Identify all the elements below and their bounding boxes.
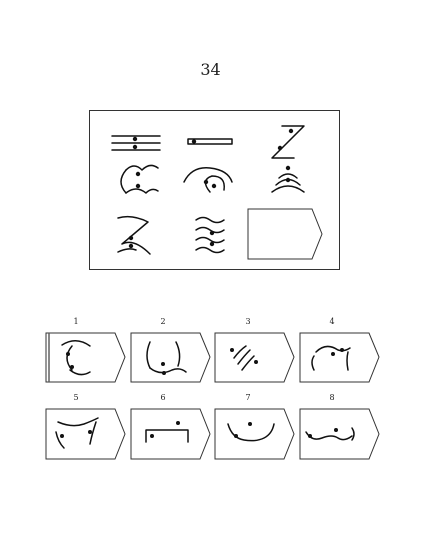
option-1[interactable] xyxy=(45,332,126,383)
matrix-cell-r2c1 xyxy=(120,164,159,194)
option-label-5: 5 xyxy=(73,393,79,402)
option-label-2: 2 xyxy=(160,317,166,326)
matrix-cell-r3c1 xyxy=(117,215,151,255)
page-number: 34 xyxy=(200,60,221,79)
puzzle-matrix xyxy=(89,110,340,270)
option-label-6: 6 xyxy=(160,393,166,402)
option-label-4: 4 xyxy=(329,317,335,326)
matrix-cell-r2c2 xyxy=(183,167,233,193)
matrix-cell-r3c2 xyxy=(195,216,225,254)
option-label-7: 7 xyxy=(245,393,251,402)
matrix-cell-r1c1 xyxy=(111,135,161,151)
option-3[interactable] xyxy=(214,332,295,383)
option-5[interactable] xyxy=(45,408,126,460)
option-6[interactable] xyxy=(130,408,211,460)
matrix-cell-r2c3 xyxy=(271,165,305,193)
option-label-3: 3 xyxy=(245,317,251,326)
option-label-8: 8 xyxy=(329,393,335,402)
option-4[interactable] xyxy=(299,332,380,383)
option-8[interactable] xyxy=(299,408,380,460)
matrix-cell-r1c2 xyxy=(187,138,233,145)
matrix-cell-r1c3 xyxy=(271,125,305,159)
option-label-1: 1 xyxy=(73,317,79,326)
option-7[interactable] xyxy=(214,408,295,460)
option-2[interactable] xyxy=(130,332,211,383)
matrix-cell-r3c3-missing xyxy=(247,208,323,260)
